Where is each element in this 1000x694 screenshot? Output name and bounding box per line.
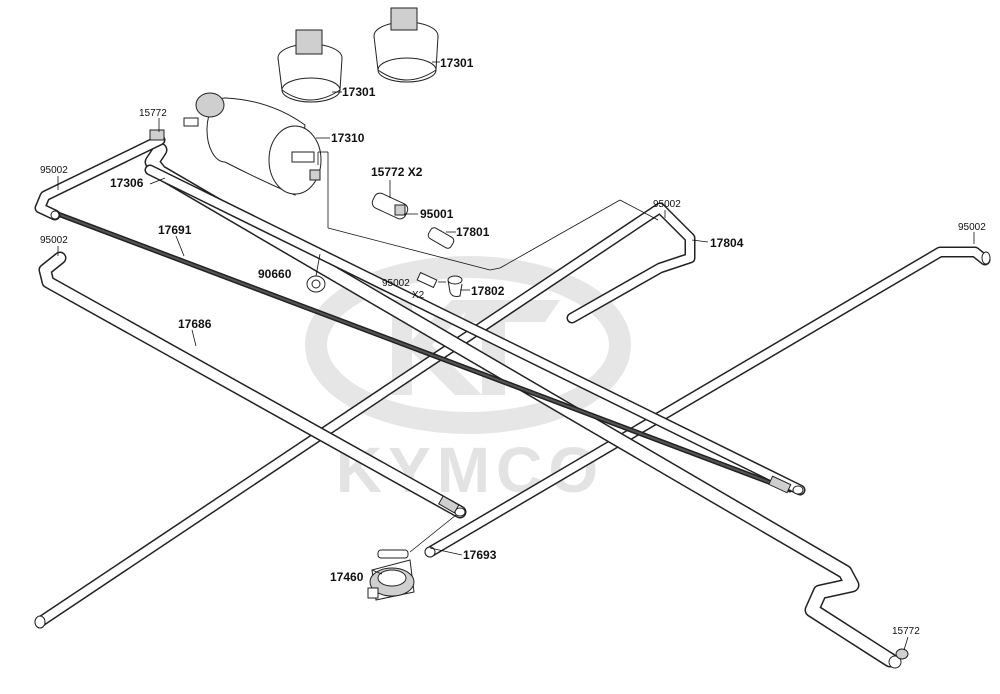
hose-17306-tube xyxy=(144,142,898,668)
label-elbow-17802: 17802 xyxy=(471,284,505,298)
leader-lines xyxy=(57,61,975,651)
label-hose-17804: 17804 xyxy=(710,236,744,250)
hose-left-95002 xyxy=(34,134,166,221)
elbow-17802 xyxy=(416,271,463,297)
hose-17686-tube xyxy=(38,251,467,519)
canister-17310 xyxy=(183,92,322,196)
label-hose-17306: 17306 xyxy=(110,176,144,190)
label-joint-17801: 17801 xyxy=(456,225,490,239)
label-valve-95001: 95001 xyxy=(420,207,454,221)
clamp-17301-a xyxy=(277,29,343,103)
clamp-17301-b xyxy=(373,7,439,83)
label-valve-17460: 17460 xyxy=(330,570,364,584)
label-clamp-17301-b: 17301 xyxy=(440,56,474,70)
joint-17801 xyxy=(427,227,455,249)
clamp-90660 xyxy=(306,275,326,293)
label-hose-17686: 17686 xyxy=(178,317,212,331)
part-labels: 17301 17301 17310 15772 15772 X2 17306 9… xyxy=(40,56,986,637)
tube-bottomleft-diagonal xyxy=(34,202,696,628)
label-clip-15772-bottom: 15772 xyxy=(892,626,920,637)
label-hose-17691: 17691 xyxy=(158,223,192,237)
label-clip-15772-top: 15772 xyxy=(139,108,167,119)
hose-17804-tube xyxy=(144,164,806,496)
label-clamp-17301-a: 17301 xyxy=(342,85,376,99)
label-hose-17693: 17693 xyxy=(463,548,497,562)
label-clip-95002-b: 95002 xyxy=(40,235,68,246)
label-clamp-90660: 90660 xyxy=(258,267,292,281)
valve-17460 xyxy=(367,549,415,601)
hose-17693-tube xyxy=(424,246,991,558)
clip-15772-top xyxy=(149,129,165,141)
label-clip-95002-c: 95002 xyxy=(382,278,410,289)
label-clip-95002-a: 95002 xyxy=(40,165,68,176)
label-x2-note: X2 xyxy=(412,290,425,301)
label-clip-95002-d: 95002 xyxy=(653,199,681,210)
tube-end-caps xyxy=(34,210,991,669)
label-clip-95002-e: 95002 xyxy=(958,222,986,233)
label-clip-15772-x2: 15772 X2 xyxy=(371,165,423,179)
hose-17691-tube xyxy=(39,205,793,493)
label-canister-17310: 17310 xyxy=(331,131,365,145)
clip-15772-bottom xyxy=(895,648,909,660)
